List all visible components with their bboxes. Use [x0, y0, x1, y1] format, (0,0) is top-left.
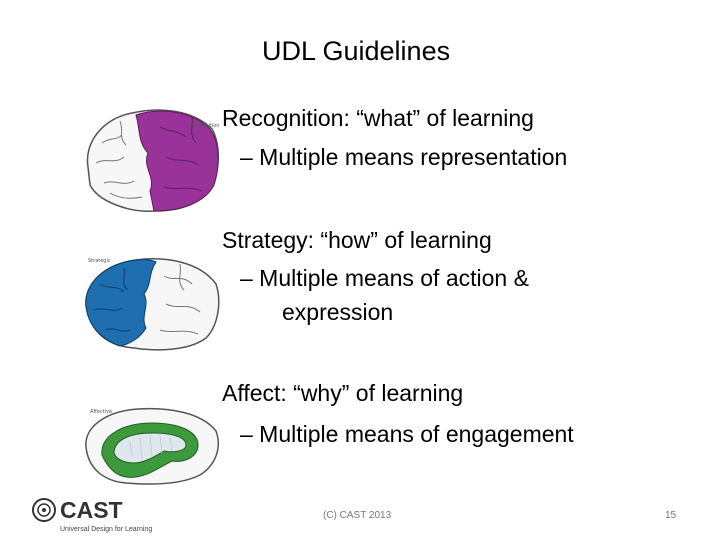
affect-heading: Affect: “why” of learning: [222, 380, 464, 406]
recognition-brain-label: Recognition: [190, 123, 219, 129]
cast-logo-tagline: Universal Design for Learning: [60, 526, 152, 533]
footer-copyright: (C) CAST 2013: [323, 510, 392, 521]
strategy-heading: Strategy: “how” of learning: [222, 227, 492, 253]
strategy-brain-label: Strategic: [88, 258, 111, 264]
strategy-detail-continued: expression: [282, 299, 394, 325]
recognition-heading: Recognition: “what” of learning: [222, 105, 534, 131]
affect-brain-label: Affective: [90, 409, 112, 415]
recognition-brain-icon: Recognition: [86, 109, 219, 212]
slide-title: UDL Guidelines: [262, 36, 451, 66]
affect-detail: – Multiple means of engagement: [240, 421, 574, 447]
recognition-detail: – Multiple means representation: [240, 144, 568, 170]
strategy-brain-icon: Strategic: [85, 258, 220, 351]
slide-number: 15: [665, 510, 677, 521]
cast-logo: CAST Universal Design for Learning: [32, 497, 152, 533]
strategy-detail: – Multiple means of action &: [240, 265, 529, 291]
cast-logo-text: CAST: [60, 497, 123, 523]
affect-brain-icon: Affective: [85, 407, 220, 485]
